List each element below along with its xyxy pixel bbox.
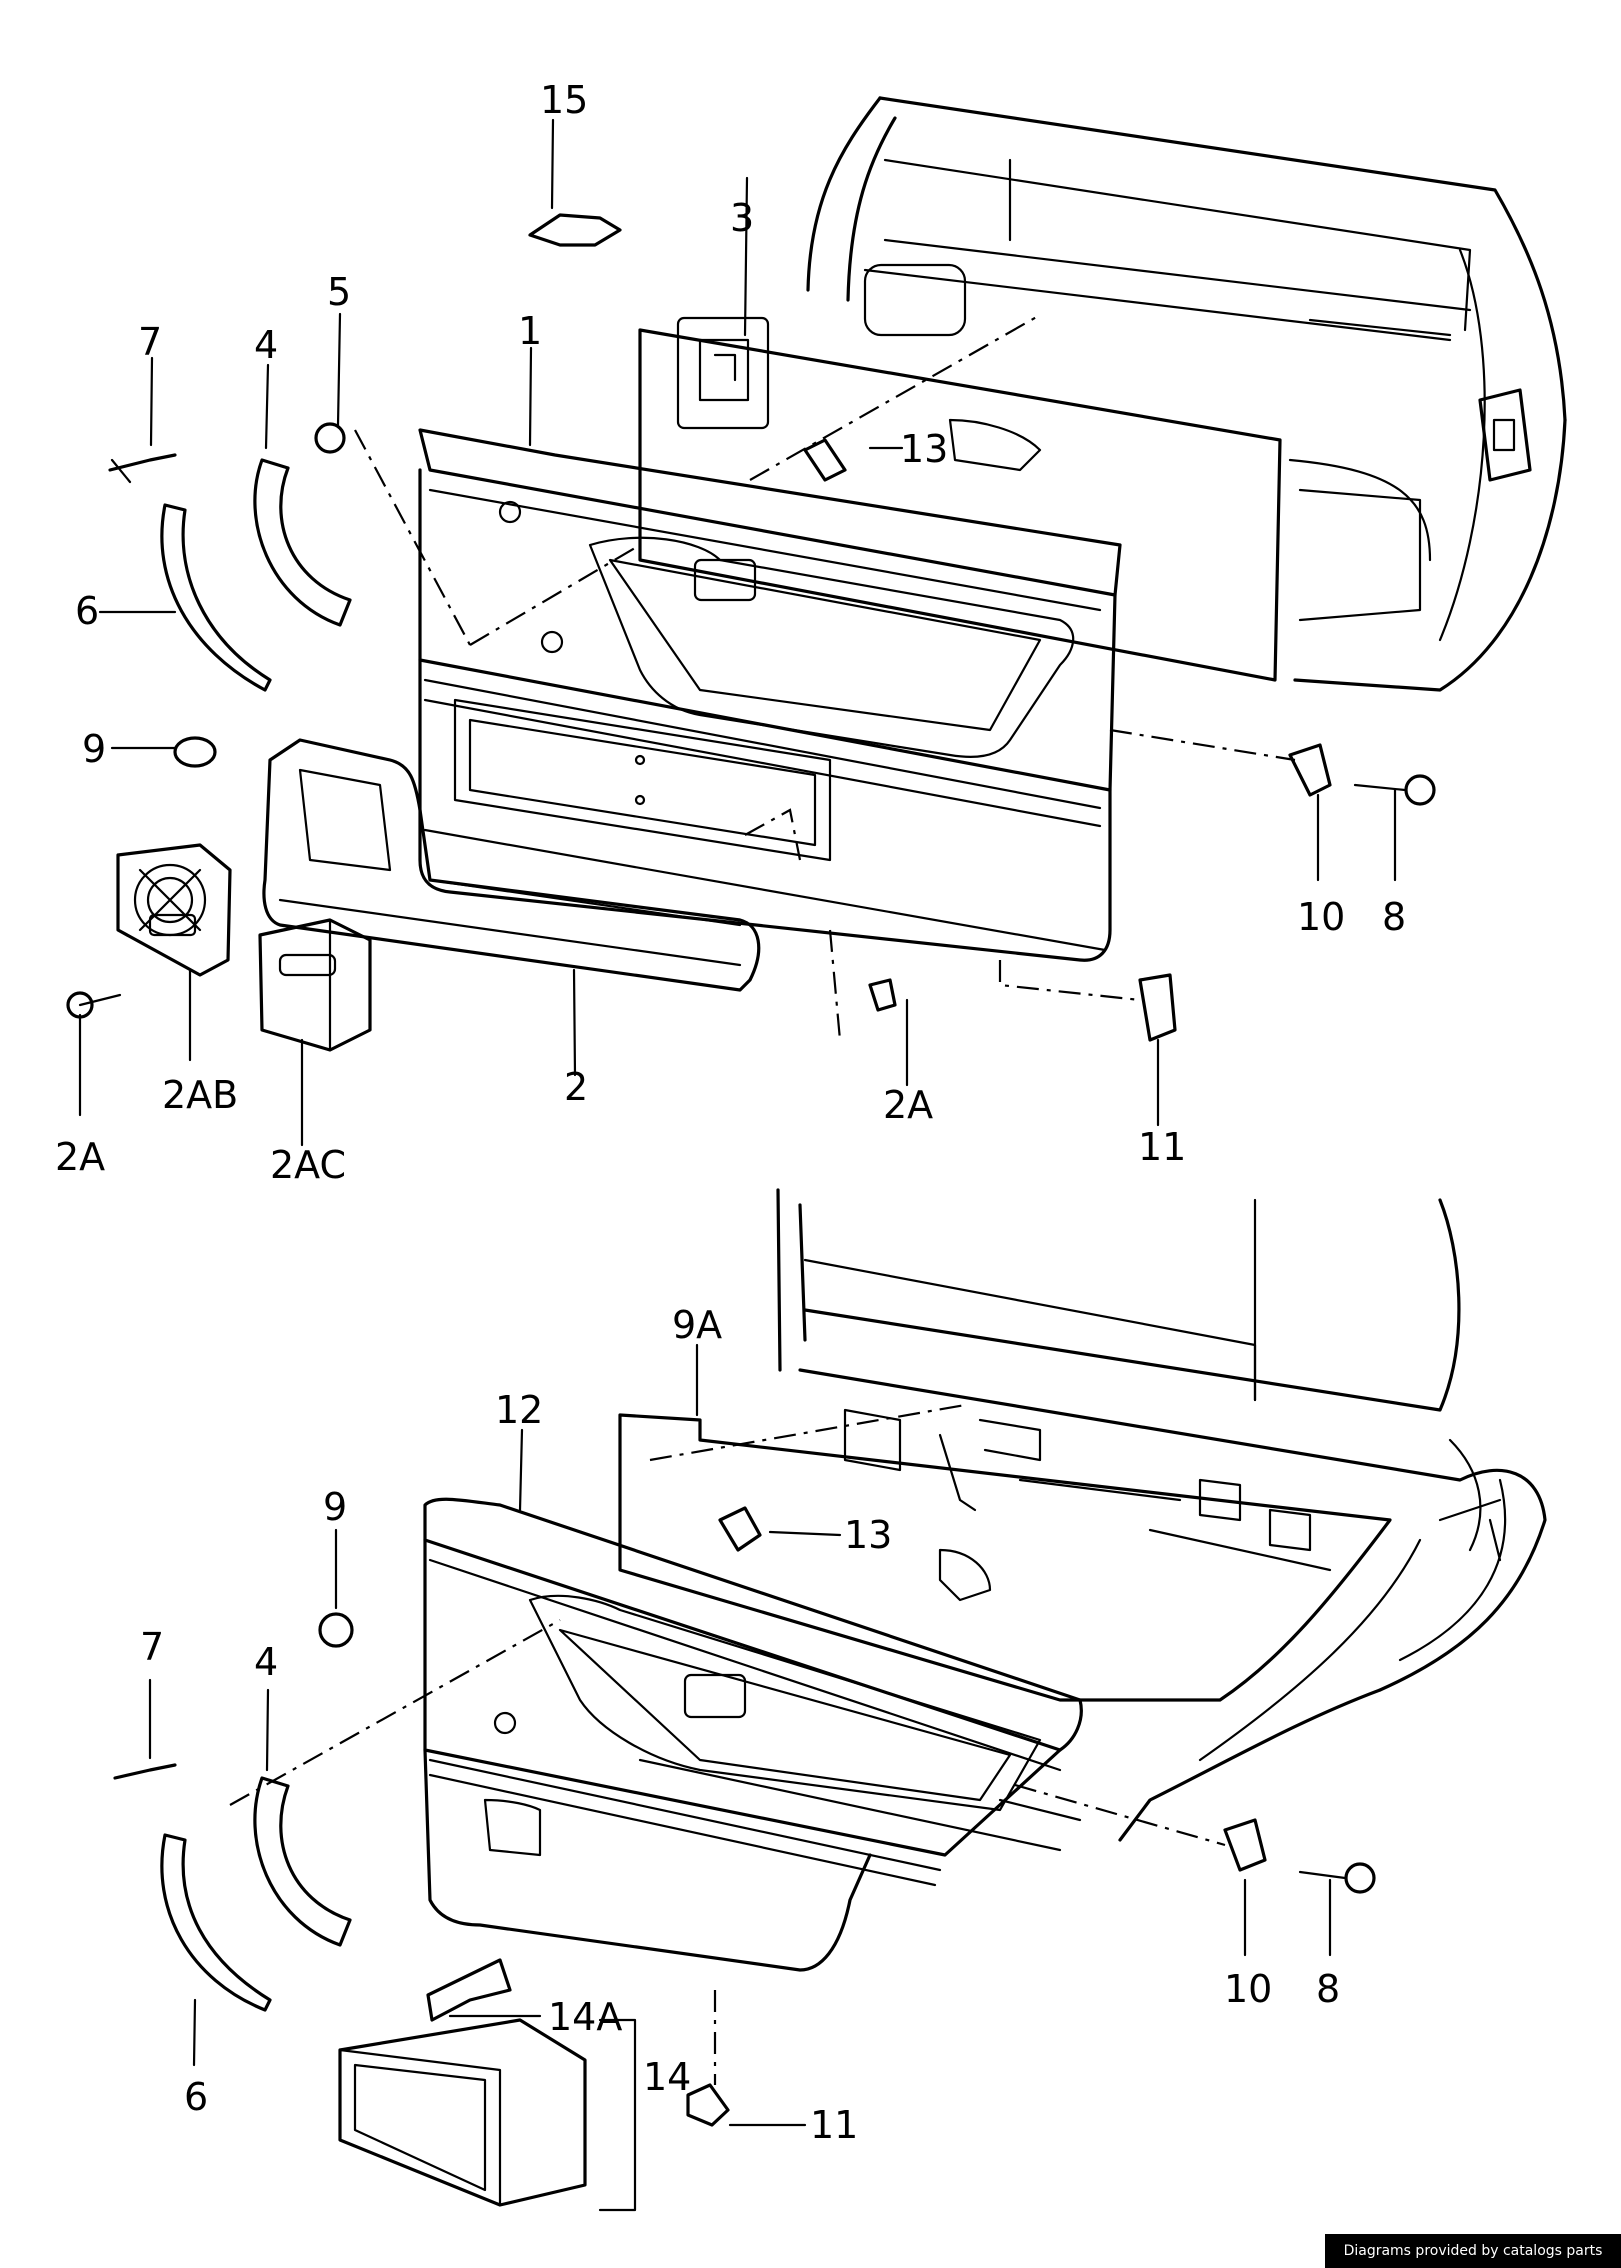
storage-tray-2ac	[258, 918, 372, 1052]
label-2: 2	[564, 1065, 588, 1109]
fasteners-top	[66, 213, 1436, 1042]
label-5: 5	[327, 270, 351, 314]
label-11-bottom: 11	[810, 2103, 858, 2147]
rear-door-assembly: 9A 12 9 13 7 4 10 8 14A 14 6 11	[113, 1188, 1547, 2212]
label-6-top: 6	[75, 589, 99, 633]
label-7-bottom: 7	[140, 1625, 164, 1669]
label-2a-left: 2A	[55, 1135, 105, 1179]
door-pocket-14	[338, 1958, 730, 2207]
label-13-top: 13	[900, 427, 948, 471]
label-9a: 9A	[672, 1303, 722, 1347]
label-8-bottom: 8	[1316, 1967, 1340, 2011]
front-door-assembly: 15 3 1 5 4 7 13 6 9 10 8 2AB 2 2A 2A 2AC…	[55, 78, 1567, 1187]
label-13-bottom: 13	[844, 1513, 892, 1557]
label-4-bottom: 4	[254, 1640, 278, 1684]
label-10-bottom: 10	[1224, 1967, 1272, 2011]
label-8-top: 8	[1382, 895, 1406, 939]
label-1: 1	[518, 309, 542, 353]
pull-handles-bottom	[160, 1776, 352, 2012]
label-7-top: 7	[138, 320, 162, 364]
label-6-bottom: 6	[184, 2075, 208, 2119]
label-15: 15	[540, 78, 588, 122]
label-10-top: 10	[1297, 895, 1345, 939]
pull-handles-top	[160, 458, 352, 692]
armrest-2	[262, 738, 761, 992]
inner-sheet-3	[638, 316, 1282, 682]
rear-door-shell	[776, 1188, 1547, 1842]
credit-banner: Diagrams provided by catalogs parts	[1325, 2234, 1621, 2268]
fasteners-bottom	[113, 1506, 1376, 1894]
label-9-bottom: 9	[323, 1485, 347, 1529]
door-panel-12	[423, 1497, 1083, 1972]
door-panel-1	[418, 428, 1122, 962]
front-door-shell	[806, 96, 1567, 692]
inner-sheet-9a	[618, 1408, 1392, 1702]
label-9-top: 9	[82, 727, 106, 771]
label-4-top: 4	[254, 323, 278, 367]
label-11-top: 11	[1138, 1125, 1186, 1169]
label-2ac: 2AC	[270, 1143, 346, 1187]
label-2ab: 2AB	[162, 1073, 238, 1117]
label-14a: 14A	[548, 1995, 622, 2039]
label-14: 14	[643, 2055, 691, 2099]
label-12: 12	[495, 1388, 543, 1432]
speaker-grille-2ab	[116, 843, 232, 977]
label-2a-mid: 2A	[883, 1083, 933, 1127]
label-3: 3	[730, 196, 754, 240]
